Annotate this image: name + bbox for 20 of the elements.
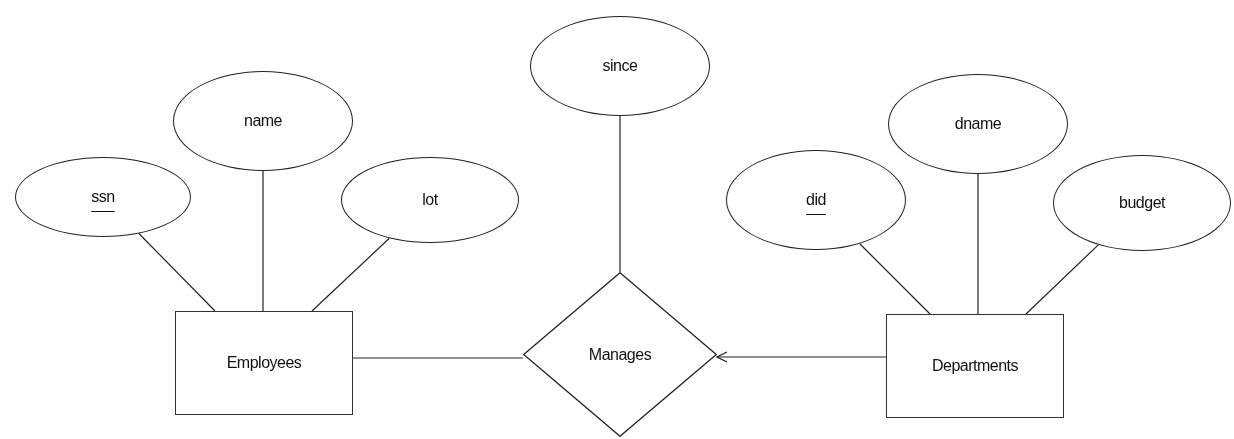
attribute-label: budget xyxy=(1119,194,1165,212)
attribute-label: since xyxy=(602,57,638,75)
relationship-label: Manages xyxy=(588,345,652,364)
connector-line xyxy=(619,115,621,273)
connector-line xyxy=(138,232,216,312)
entity-box xyxy=(886,314,1064,418)
connector-line xyxy=(352,357,524,359)
relationship-diamond xyxy=(523,272,717,437)
connector-line xyxy=(977,173,979,315)
entity-box xyxy=(175,311,353,415)
entity-label: Employees xyxy=(226,354,302,372)
arrow xyxy=(716,351,887,363)
entity-label: Departments xyxy=(931,357,1019,375)
attribute-label: dname xyxy=(954,115,1002,133)
connector-line xyxy=(311,237,390,312)
connector-line xyxy=(859,243,931,315)
attribute-label: lot xyxy=(422,191,438,209)
connector-line xyxy=(262,170,264,312)
attribute-label: name xyxy=(244,112,282,130)
connector-line xyxy=(1025,244,1099,315)
